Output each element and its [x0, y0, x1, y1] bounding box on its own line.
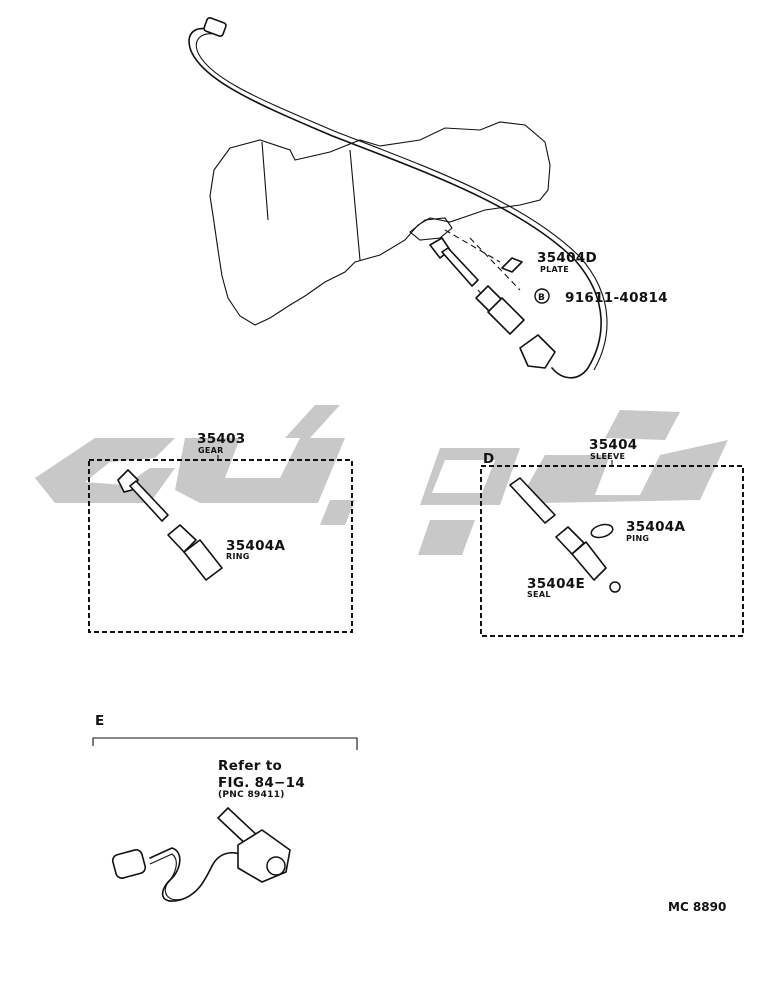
callout-bolt-num: 91611-40814 [565, 290, 668, 306]
speedometer-cable [188, 27, 602, 379]
plate-part [501, 257, 523, 273]
cable-plug [519, 334, 556, 369]
diagram-code: MC 8890 [668, 900, 726, 914]
seal-name: SEAL [527, 590, 551, 599]
transmission-case-outline [209, 121, 551, 326]
ring-d-num: 35404A [626, 519, 685, 535]
seal-num: 35404E [527, 576, 585, 592]
refer-to-text: Refer to [218, 758, 282, 774]
ring-part-c [167, 524, 223, 581]
badge-circle [534, 288, 550, 304]
gear-box-border [88, 459, 353, 633]
box-e-bracket [92, 737, 358, 750]
refer-fig-text: FIG. 84−14 [218, 775, 305, 791]
sensor-connector [111, 849, 147, 879]
seal-part [609, 581, 621, 593]
sleeve-body [555, 526, 607, 581]
refer-pnc-text: (PNC 89411) [218, 790, 285, 800]
mounting-flange [409, 217, 453, 241]
transmission-inner-line [261, 141, 361, 261]
box-e-letter: E [95, 713, 105, 729]
sensor-wire [149, 847, 246, 902]
detail-box-refer: E Refer to FIG. 84−14 (PNC 89411) [92, 713, 358, 902]
gear-callout-num: 35403 [197, 431, 245, 447]
sleeve-box-border [480, 465, 744, 637]
sensor-wire-2 [149, 853, 187, 901]
detail-box-gear: 35403 GEAR 35404A RING [88, 431, 353, 633]
driven-gear-main [429, 237, 479, 287]
speedometer-cable-inner [195, 33, 608, 371]
ring-c-num: 35404A [226, 538, 285, 554]
o-ring-d [590, 523, 614, 539]
badge-letter: B [538, 293, 545, 303]
watermark-logo [35, 405, 728, 555]
callout-35404d-name: PLATE [540, 265, 569, 274]
cable-end-top [203, 17, 227, 37]
sleeve-main [475, 285, 525, 335]
sensor-gear [266, 856, 286, 876]
ring-d-name: PING [626, 534, 649, 543]
sleeve-callout-num: 35404 [589, 437, 637, 453]
ring-c-name: RING [226, 552, 250, 561]
sleeve-callout-name: SLEEVE [590, 452, 625, 461]
gear-part [117, 469, 169, 522]
callout-35404d-num: 35404D [537, 250, 597, 266]
detail-box-sleeve: D 35404 SLEEVE 35404A PING 35404E SEAL [480, 437, 744, 637]
transmission-assembly: 35404D PLATE B 91611-40814 [188, 17, 668, 379]
sleeve-shaft [509, 477, 556, 524]
speedometer-sensor [111, 807, 291, 902]
box-d-letter: D [483, 451, 495, 467]
gear-callout-name: GEAR [198, 446, 224, 455]
